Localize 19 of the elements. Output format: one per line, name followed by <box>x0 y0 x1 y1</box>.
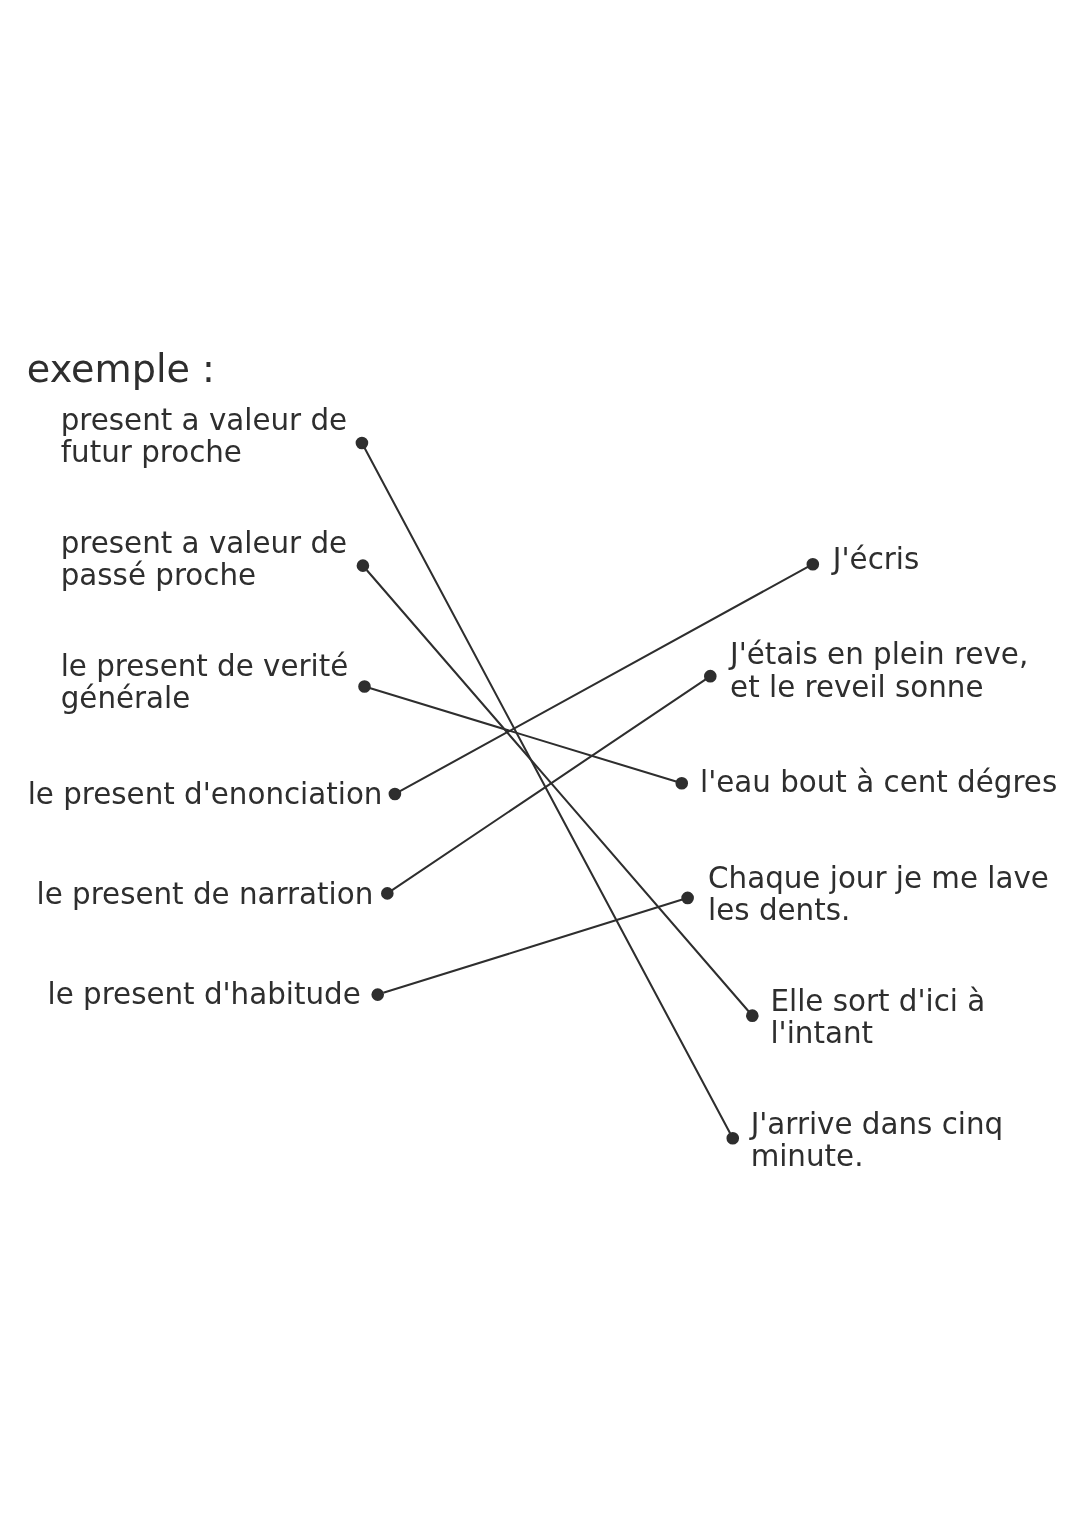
connector <box>371 891 694 1001</box>
node-text: J'arrive dans cinq minute. <box>750 1107 1004 1174</box>
connector <box>358 680 689 790</box>
node-text: l'eau bout à cent dégres <box>700 765 1058 800</box>
connector <box>388 557 820 801</box>
node-text: Elle sort d'ici à l'intant <box>770 983 986 1051</box>
node-text: present a valeur de futur proche <box>60 402 348 469</box>
node-text: le present de narration <box>36 876 374 911</box>
node-text: le present d'enonciation <box>27 776 383 811</box>
node-text: J'écris <box>832 542 920 576</box>
node-text: present a valeur de passé proche <box>60 525 348 593</box>
diagram-title: exemple : <box>26 347 215 392</box>
connector <box>355 436 740 1145</box>
node-text: le present d'habitude <box>47 976 361 1011</box>
node-text: J'étais en plein reve, et le reveil sonne <box>730 637 1029 704</box>
node-text: Chaque jour je me lave les dents. <box>708 860 1049 927</box>
connector <box>356 559 759 1022</box>
node-text: le present de verité générale <box>60 649 349 716</box>
connector <box>381 669 717 900</box>
